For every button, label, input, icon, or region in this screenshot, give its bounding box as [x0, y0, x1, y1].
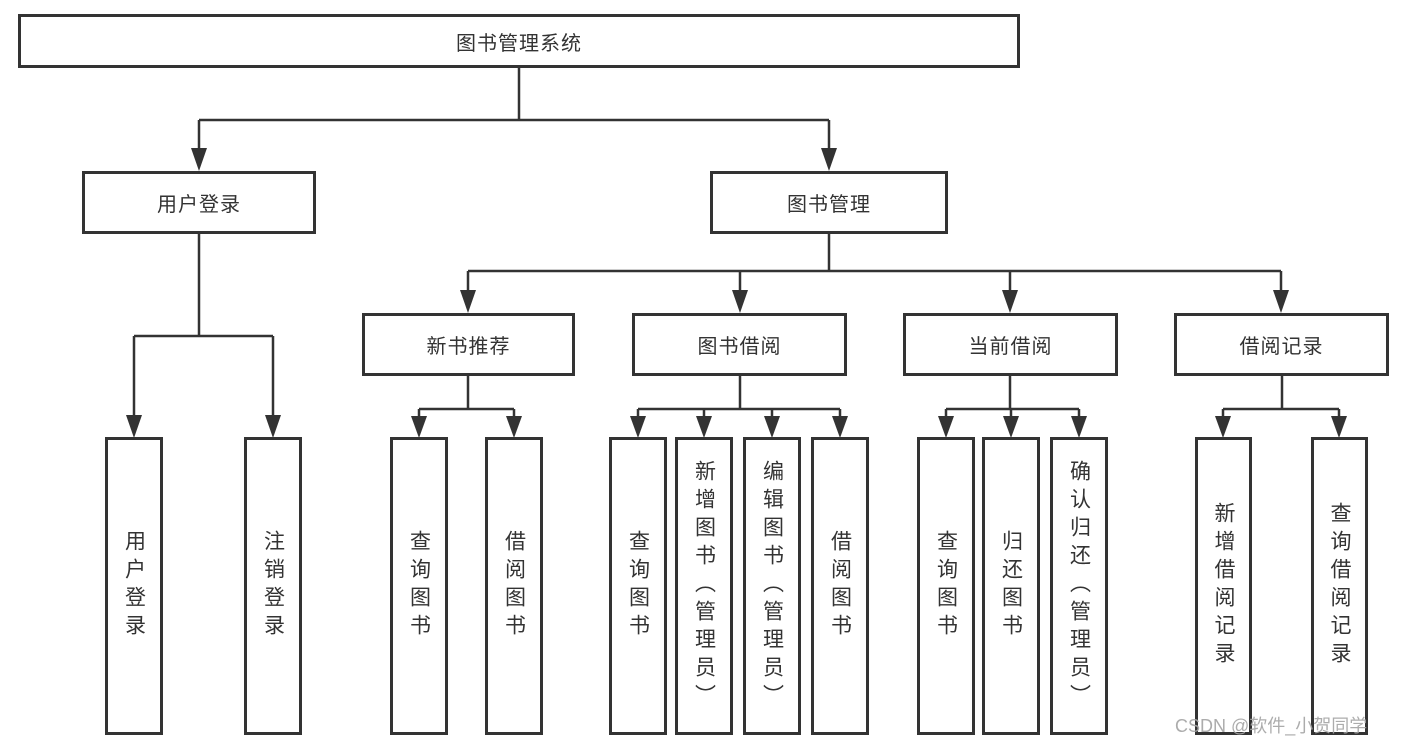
leaf-recommend-borrow-books-label: 借阅图书 — [502, 530, 526, 642]
leaf-user-login-label: 用户登录 — [122, 530, 146, 642]
node-current-borrow-label: 当前借阅 — [968, 336, 1053, 358]
node-new-book-recommend: 新书推荐 — [362, 313, 575, 376]
node-new-book-recommend-label: 新书推荐 — [426, 336, 511, 358]
node-book-management: 图书管理 — [710, 171, 948, 234]
node-book-management-label: 图书管理 — [787, 194, 871, 216]
leaf-borrow-query-books: 查询图书 — [609, 437, 667, 735]
node-user-login-label: 用户登录 — [157, 194, 241, 216]
leaf-borrow-edit-books-admin-label: 编辑图书（管理员） — [760, 460, 784, 712]
leaf-recommend-query-books: 查询图书 — [390, 437, 448, 735]
csdn-watermark: CSDN @软件_小贺同学 — [1175, 716, 1368, 736]
node-book-borrow-label: 图书借阅 — [697, 336, 782, 358]
leaf-current-confirm-return-admin: 确认归还（管理员） — [1050, 437, 1108, 735]
node-root-label: 图书管理系统 — [456, 32, 582, 55]
leaf-current-query-books-label: 查询图书 — [934, 530, 958, 642]
leaf-user-login: 用户登录 — [105, 437, 163, 735]
node-user-login: 用户登录 — [82, 171, 316, 234]
leaf-records-add-record: 新增借阅记录 — [1195, 437, 1252, 735]
leaf-logout: 注销登录 — [244, 437, 302, 735]
leaf-records-query-record-label: 查询借阅记录 — [1328, 502, 1351, 670]
leaf-current-return-books: 归还图书 — [982, 437, 1040, 735]
leaf-borrow-borrow-books: 借阅图书 — [811, 437, 869, 735]
leaf-borrow-query-books-label: 查询图书 — [626, 530, 650, 642]
node-book-borrow: 图书借阅 — [632, 313, 847, 376]
leaf-current-return-books-label: 归还图书 — [999, 530, 1023, 642]
leaf-logout-label: 注销登录 — [261, 530, 285, 642]
leaf-borrow-add-books-admin-label: 新增图书（管理员） — [692, 460, 716, 712]
leaf-borrow-add-books-admin: 新增图书（管理员） — [675, 437, 733, 735]
node-borrow-records: 借阅记录 — [1174, 313, 1389, 376]
leaf-records-add-record-label: 新增借阅记录 — [1212, 502, 1235, 670]
leaf-borrow-edit-books-admin: 编辑图书（管理员） — [743, 437, 801, 735]
arrowheads — [126, 148, 1347, 438]
leaf-records-query-record: 查询借阅记录 — [1311, 437, 1368, 735]
leaf-borrow-borrow-books-label: 借阅图书 — [828, 530, 852, 642]
leaf-current-confirm-return-admin-label: 确认归还（管理员） — [1067, 460, 1091, 712]
leaf-recommend-borrow-books: 借阅图书 — [485, 437, 543, 735]
node-current-borrow: 当前借阅 — [903, 313, 1118, 376]
node-root: 图书管理系统 — [18, 14, 1020, 68]
node-borrow-records-label: 借阅记录 — [1239, 336, 1324, 358]
leaf-current-query-books: 查询图书 — [917, 437, 975, 735]
leaf-recommend-query-books-label: 查询图书 — [407, 530, 431, 642]
